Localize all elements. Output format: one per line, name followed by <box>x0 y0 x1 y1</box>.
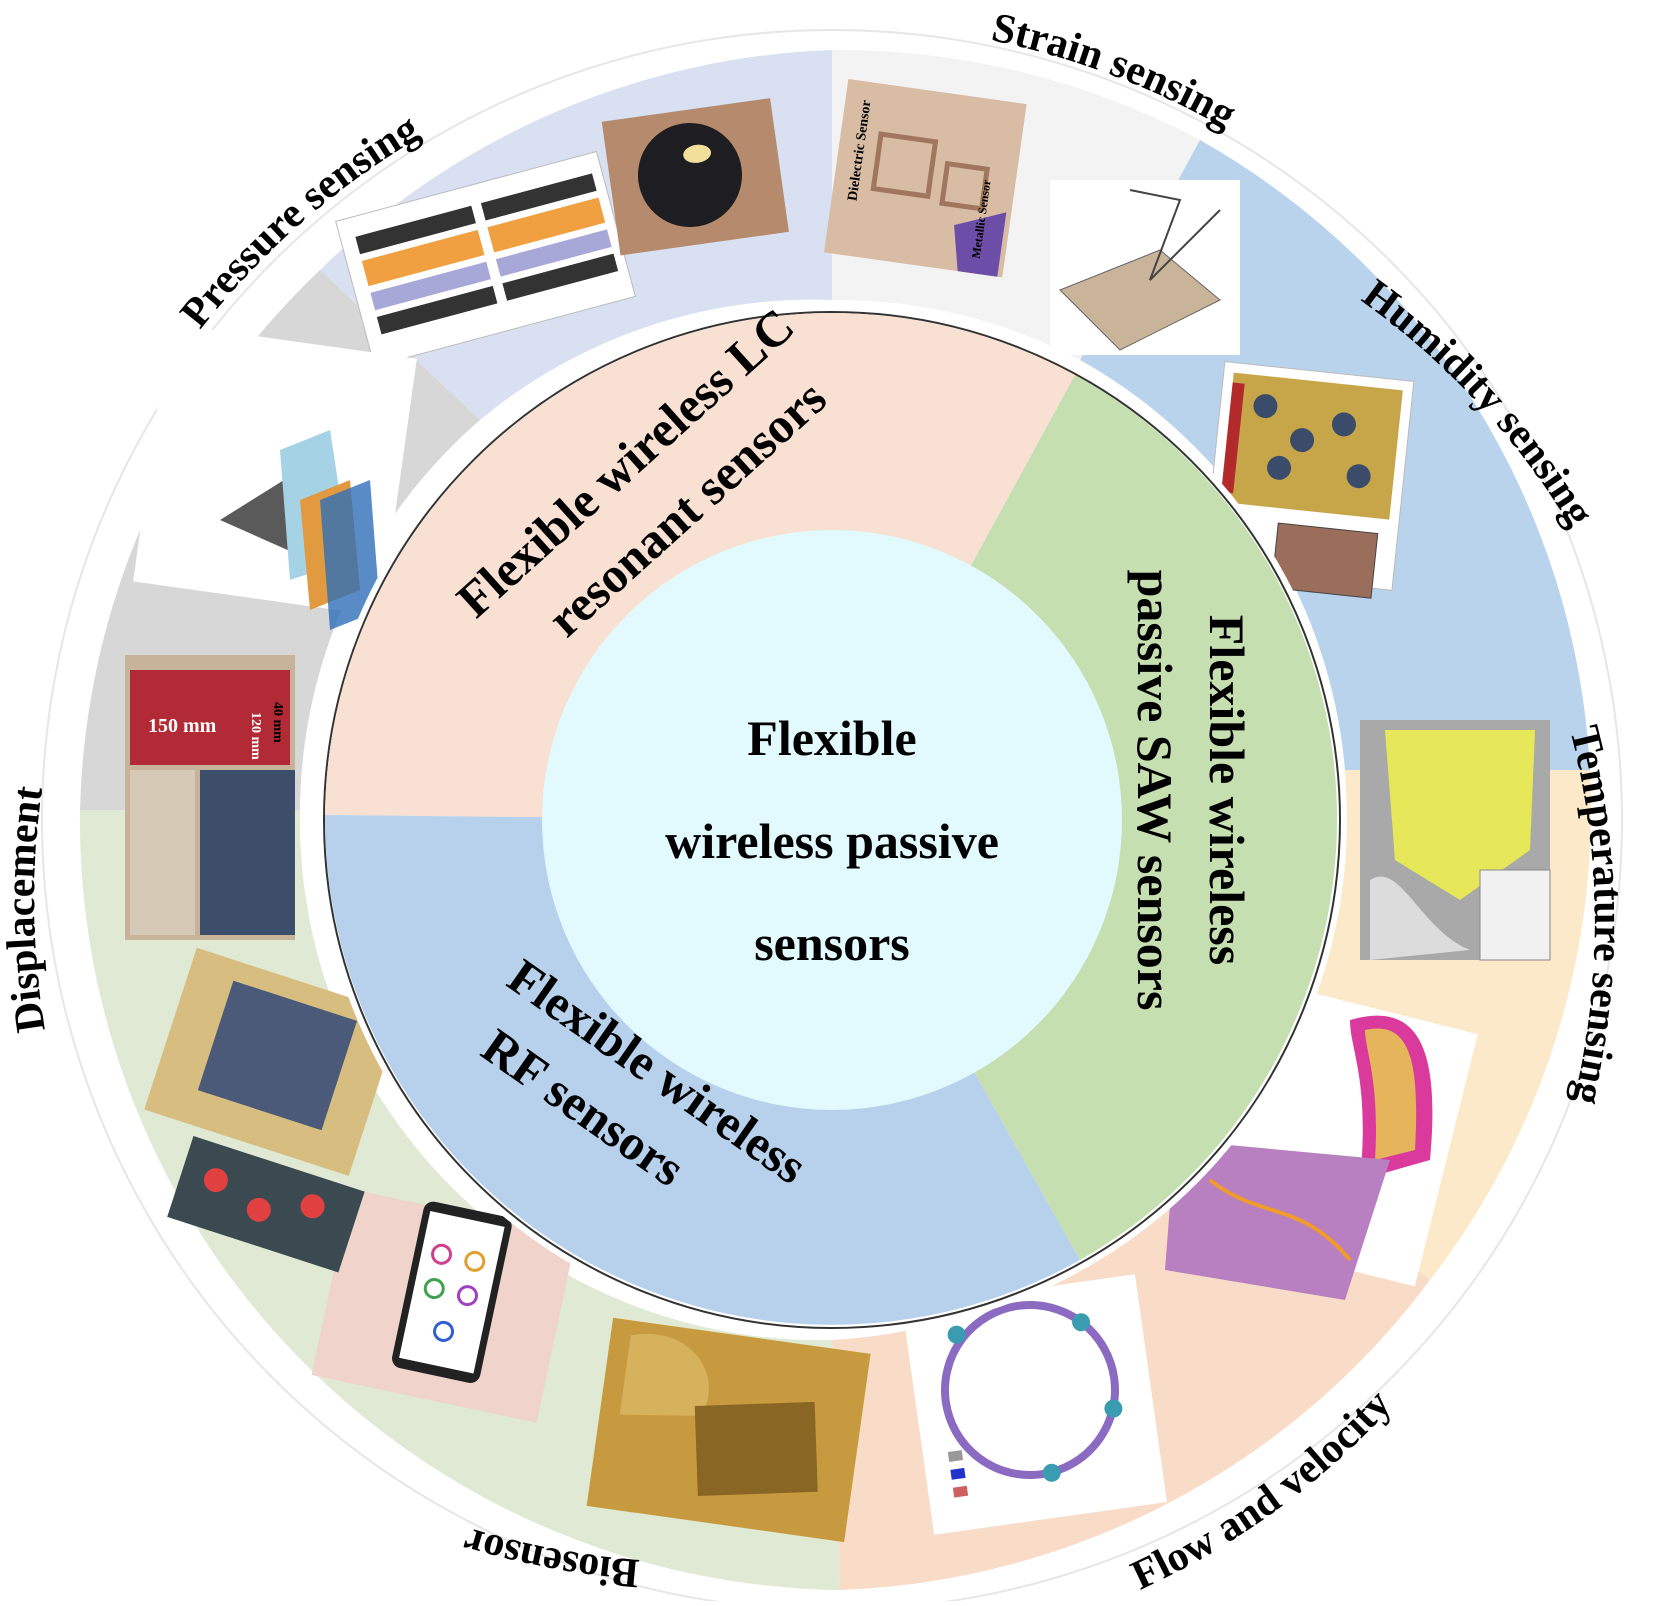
application-photos: Dielectric Sensor Metallic Sensor <box>125 79 1551 1543</box>
displacement-dim-150: 150 mm <box>148 715 217 737</box>
eye-lens-photo <box>601 98 789 256</box>
pressure-layer-diagram-image <box>335 150 636 367</box>
strain-dielectric-sensor-photo: Dielectric Sensor Metallic Sensor <box>823 79 1027 278</box>
sector-saw-line-1: Flexible wireless <box>1199 615 1255 965</box>
lc-schematic-image <box>133 323 417 630</box>
displacement-tower-photo: 150 mm 120 mm 40 mm <box>125 655 295 940</box>
flow-ring-diagram <box>902 1274 1167 1535</box>
center-line-3: sensors <box>754 915 910 971</box>
biosensor-chip-photo <box>586 1317 871 1543</box>
temperature-sensor-photo <box>1360 720 1551 961</box>
sector-saw-line-2: passive SAW sensors <box>1127 570 1183 1011</box>
center-disc <box>542 530 1122 1110</box>
center-line-2: wireless passive <box>665 813 999 869</box>
rf-array-photo <box>144 947 402 1273</box>
biosensor-phone-photo <box>311 1189 577 1423</box>
strain-schematic-image <box>1050 180 1240 355</box>
sector-saw-title: Flexible wireless passive SAW sensors <box>1127 570 1255 1011</box>
center-line-1: Flexible <box>747 710 916 766</box>
displacement-dim-40: 40 mm <box>270 702 285 743</box>
displacement-dim-120: 120 mm <box>248 712 263 760</box>
center-title: Flexible wireless passive sensors <box>665 710 999 971</box>
